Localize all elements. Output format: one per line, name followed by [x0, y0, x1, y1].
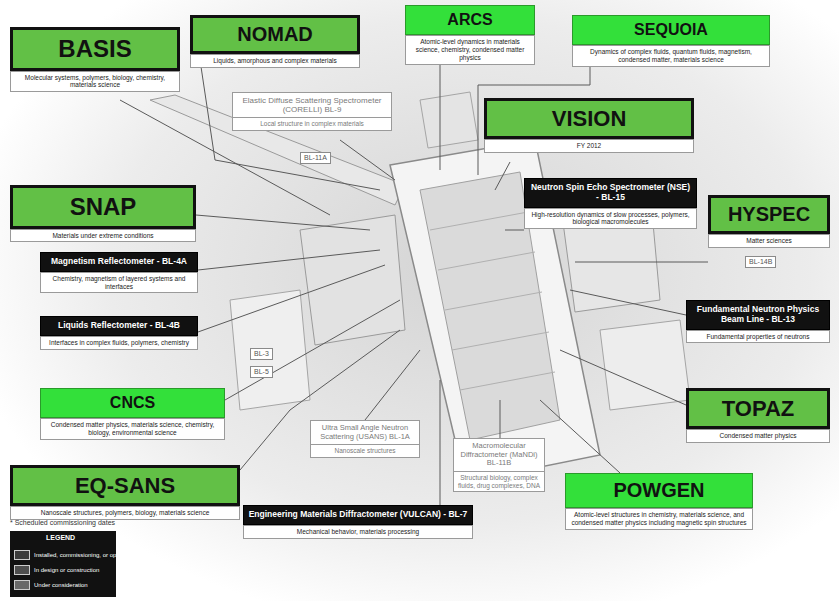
- operating-instrument-box: HYSPECMatter sciences: [708, 195, 830, 248]
- beamline-tag: BL-5: [250, 366, 273, 378]
- west-hall: [300, 215, 405, 345]
- note: LEGEND: [46, 534, 75, 542]
- instrument-name: BASIS: [10, 27, 180, 71]
- operating-instrument-box: EQ-SANSNanoscale structures, polymers, b…: [10, 465, 240, 521]
- instrument-description: Structural biology, complex fluids, drug…: [453, 472, 545, 493]
- instrument-name: Elastic Diffuse Scattering Spectrometer …: [232, 92, 392, 118]
- legend-row: Under consideration: [14, 580, 88, 590]
- instrument-description: Nanoscale structures: [310, 445, 420, 458]
- legend-panel: [10, 531, 116, 597]
- operating-instrument-box: VISIONFY 2012: [484, 98, 694, 154]
- legend-text: In design or construction: [34, 567, 99, 573]
- operating-instrument-box: POWGENAtomic-level structures in chemist…: [565, 473, 753, 530]
- operating-instrument-box: CNCSCondensed matter physics, materials …: [40, 388, 225, 440]
- proposed-instrument-box: Ultra Small Angle Neutron Scattering (US…: [310, 420, 420, 459]
- instrument-name: EQ-SANS: [10, 465, 240, 506]
- design-instrument-box: Engineering Materials Diffractometer (VU…: [243, 505, 473, 539]
- beamline-shed: [420, 92, 478, 148]
- instrument-description: Molecular systems, polymers, biology, ch…: [10, 71, 180, 93]
- instrument-name: SNAP: [10, 185, 196, 229]
- instrument-description: Interfaces in complex fluids, polymers, …: [40, 336, 198, 350]
- design-instrument-box: Liquids Reflectometer - BL-4BInterfaces …: [40, 316, 198, 350]
- instrument-name: NOMAD: [190, 15, 360, 54]
- instrument-description: Fundamental properties of neutrons: [686, 330, 830, 344]
- beamline-tag: BL-11A: [300, 152, 331, 164]
- note: * Scheduled commissioning dates: [10, 519, 115, 527]
- instrument-description: Matter sciences: [708, 234, 830, 248]
- operating-instrument-box: ARCSAtomic-level dynamics in materials s…: [405, 5, 535, 65]
- instrument-name: Neutron Spin Echo Spectrometer (NSE) - B…: [524, 178, 697, 208]
- operating-instrument-box: TOPAZCondensed matter physics: [686, 388, 830, 444]
- operating-instrument-box: NOMADLiquids, amorphous and complex mate…: [190, 15, 360, 68]
- design-instrument-box: Magnetism Reflectometer - BL-4AChemistry…: [40, 252, 198, 294]
- instrument-name: CNCS: [40, 388, 225, 418]
- operating-instrument-box: SNAPMaterials under extreme conditions: [10, 185, 196, 243]
- instrument-description: Materials under extreme conditions: [10, 229, 196, 243]
- legend-text: Installed, commissioning, or operating: [34, 552, 135, 558]
- legend-row: Installed, commissioning, or operating: [14, 550, 135, 560]
- beamline-tag: BL-14B: [745, 256, 776, 268]
- instrument-name: Ultra Small Angle Neutron Scattering (US…: [310, 420, 420, 445]
- lab-building: [600, 320, 690, 410]
- instrument-name: Fundamental Neutron Physics Beam Line - …: [686, 300, 830, 330]
- instrument-name: Magnetism Reflectometer - BL-4A: [40, 252, 198, 272]
- legend-swatch: [14, 565, 30, 575]
- instrument-name: TOPAZ: [686, 388, 830, 429]
- operating-instrument-box: SEQUOIADynamics of complex fluids, quant…: [572, 15, 770, 67]
- instrument-name: VISION: [484, 98, 694, 139]
- instrument-description: FY 2012: [484, 139, 694, 153]
- instrument-description: Dynamics of complex fluids, quantum flui…: [572, 45, 770, 67]
- instrument-description: Local structure in complex materials: [232, 118, 392, 131]
- instrument-description: Condensed matter physics, materials scie…: [40, 418, 225, 440]
- instrument-name: ARCS: [405, 5, 535, 35]
- instrument-description: Atomic-level dynamics in materials scien…: [405, 35, 535, 64]
- operating-instrument-box: BASISMolecular systems, polymers, biolog…: [10, 27, 180, 93]
- legend-row: In design or construction: [14, 565, 99, 575]
- instrument-name: SEQUOIA: [572, 15, 770, 45]
- instrument-name: POWGEN: [565, 473, 753, 508]
- hall-ribs: [430, 212, 555, 390]
- instrument-description: Nanoscale structures, polymers, biology,…: [10, 506, 240, 520]
- instrument-description: Atomic-level structures in chemistry, ma…: [565, 508, 753, 530]
- instrument-description: High-resolution dynamics of slow process…: [524, 208, 697, 230]
- proposed-instrument-box: Elastic Diffuse Scattering Spectrometer …: [232, 92, 392, 132]
- legend-swatch: [14, 580, 30, 590]
- legend-swatch: [14, 550, 30, 560]
- design-instrument-box: Fundamental Neutron Physics Beam Line - …: [686, 300, 830, 344]
- instrument-description: Condensed matter physics: [686, 429, 830, 443]
- beamline-tag: BL-3: [250, 348, 273, 360]
- proposed-instrument-box: Macromolecular Diffractometer (MaNDi) BL…: [453, 438, 545, 493]
- legend-text: Under consideration: [34, 582, 88, 588]
- instrument-description: Liquids, amorphous and complex materials: [190, 54, 360, 68]
- instrument-name: HYSPEC: [708, 195, 830, 234]
- instrument-description: Mechanical behavior, materials processin…: [243, 525, 473, 539]
- instrument-description: Chemistry, magnetism of layered systems …: [40, 272, 198, 294]
- instrument-name: Engineering Materials Diffractometer (VU…: [243, 505, 473, 525]
- instrument-name: Macromolecular Diffractometer (MaNDi) BL…: [453, 438, 545, 472]
- design-instrument-box: Neutron Spin Echo Spectrometer (NSE) - B…: [524, 178, 697, 230]
- instrument-name: Liquids Reflectometer - BL-4B: [40, 316, 198, 336]
- office-building: [230, 290, 310, 410]
